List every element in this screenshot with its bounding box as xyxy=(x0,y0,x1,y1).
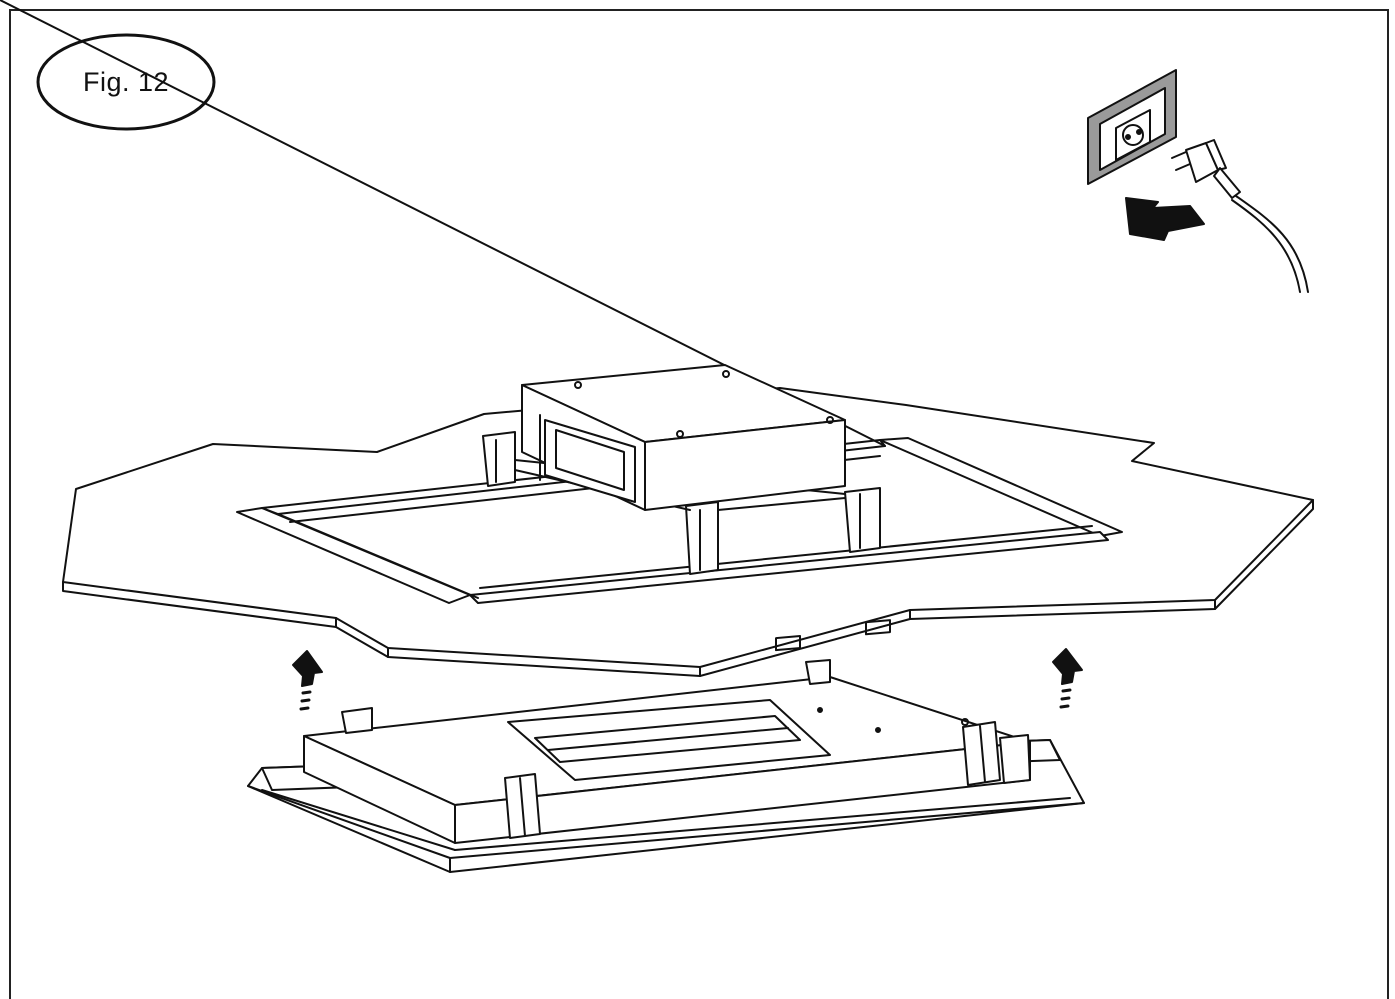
figure-label: Fig. 12 xyxy=(82,66,170,97)
motor-box xyxy=(521,364,846,511)
hood-body xyxy=(303,619,1031,844)
wall-socket-icon xyxy=(1087,69,1177,185)
hood-clips xyxy=(341,659,1031,839)
insert-arrow-icon xyxy=(1125,197,1205,241)
figure-label-badge: Fig. 12 xyxy=(36,32,216,132)
power-plug-icon xyxy=(1171,139,1309,293)
figure-frame xyxy=(9,9,1389,999)
lift-up-arrow-icon xyxy=(292,648,1083,711)
label-ellipse xyxy=(36,33,216,131)
